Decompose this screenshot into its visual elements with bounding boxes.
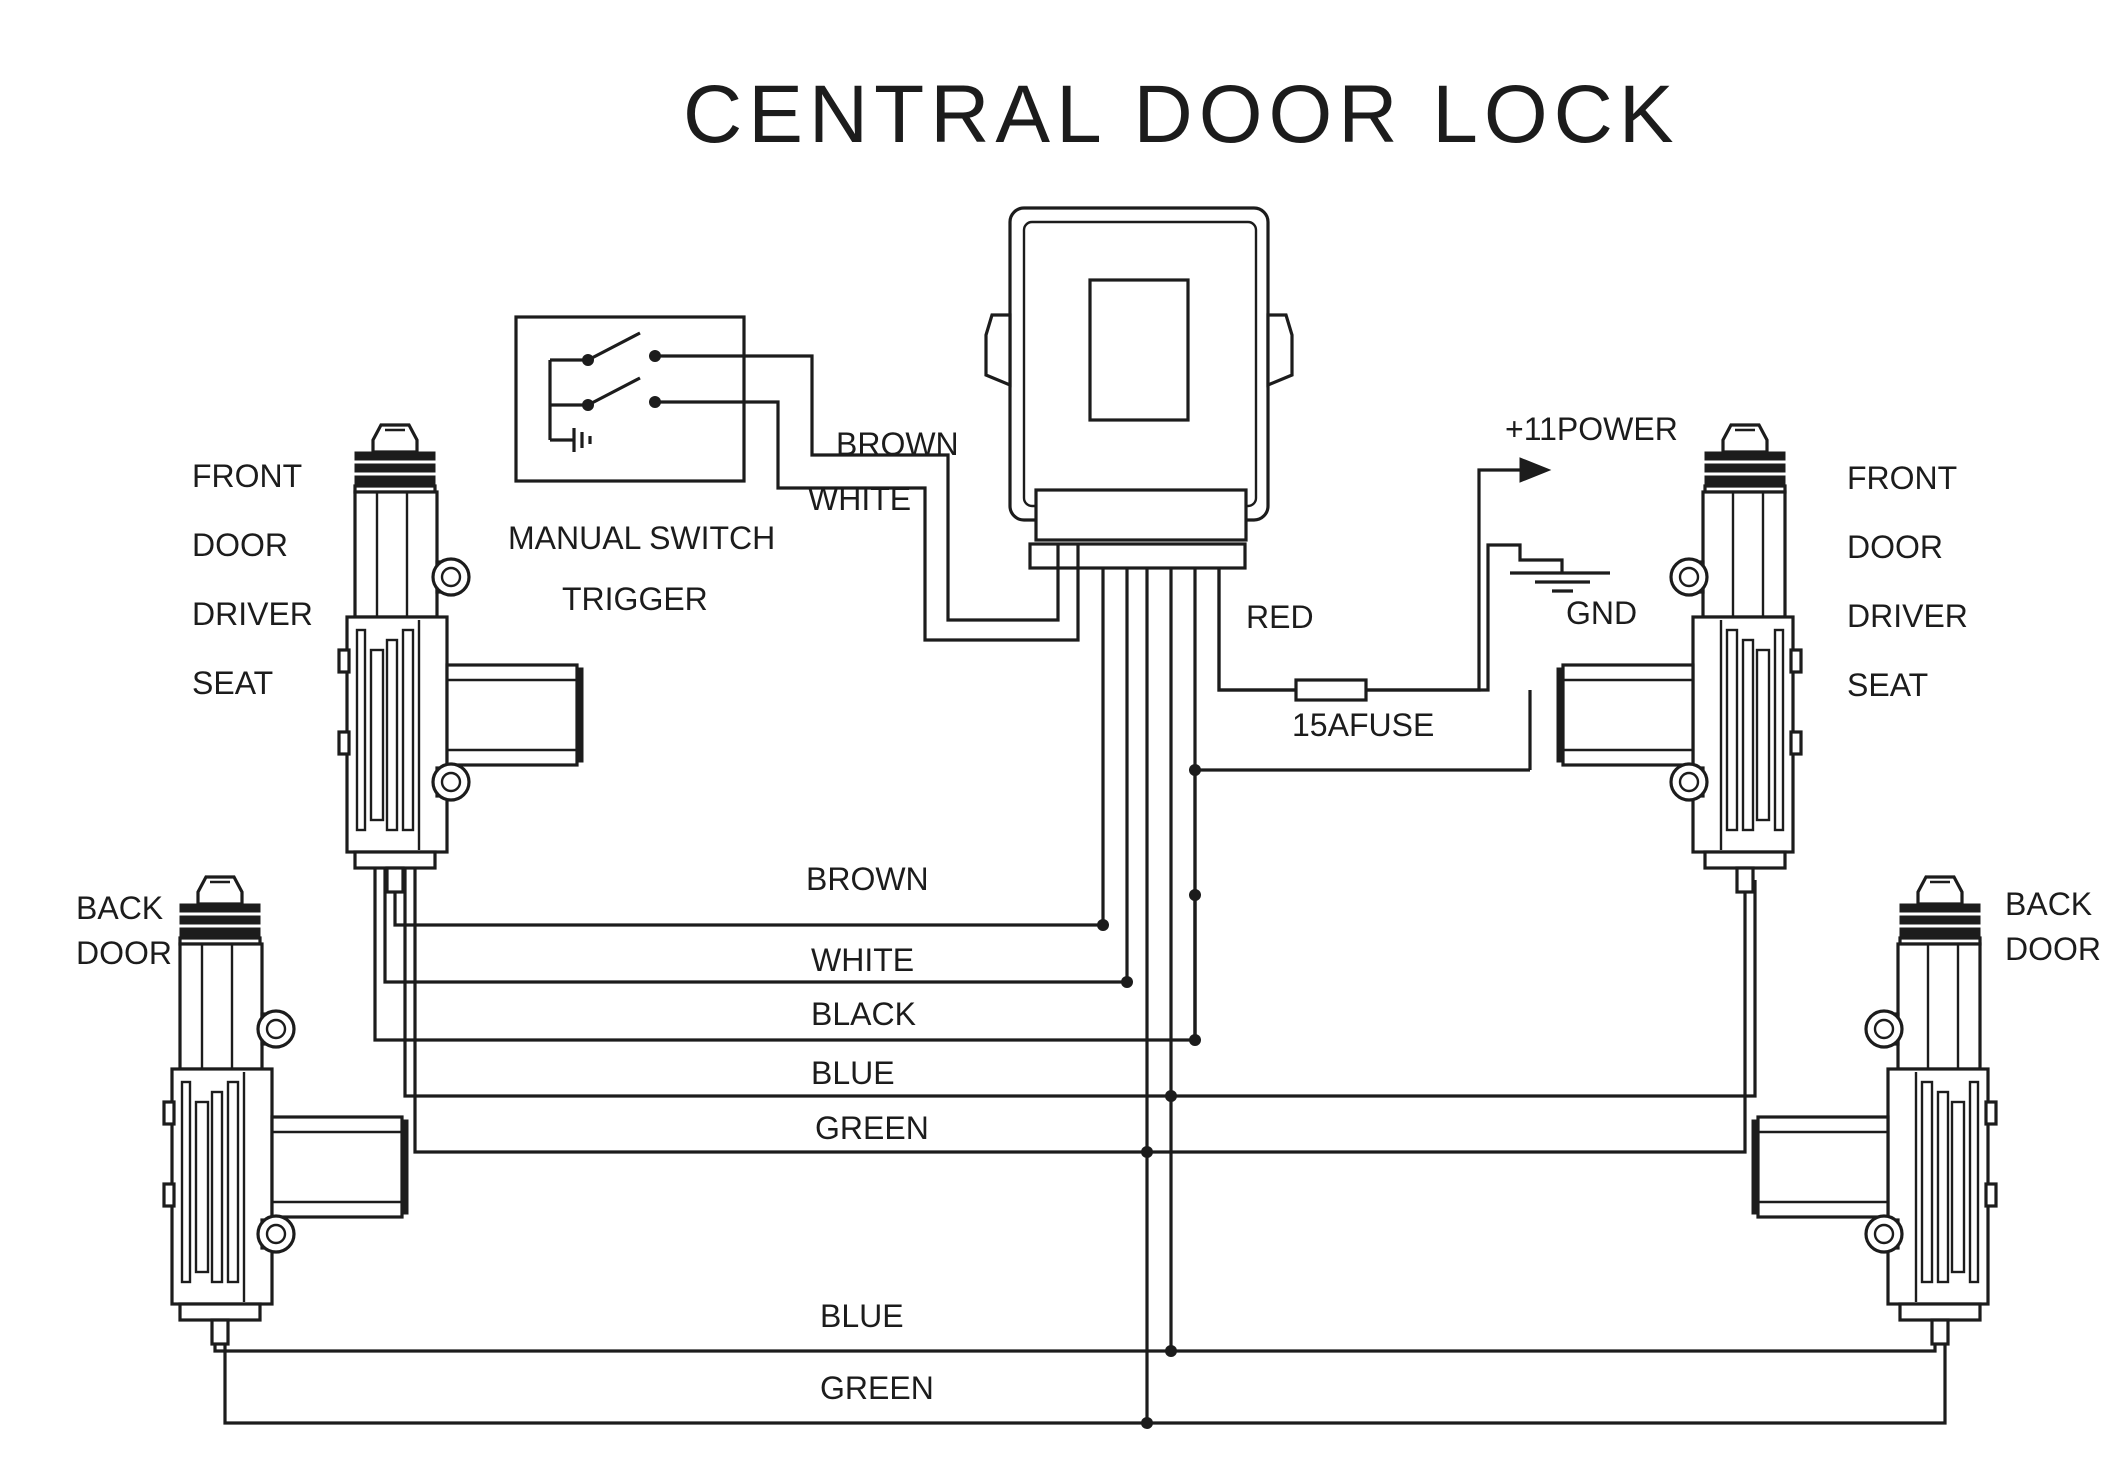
bus-white-label: WHITE [811, 942, 914, 978]
red-label: RED [1246, 599, 1314, 635]
bottom-blue-label: BLUE [820, 1298, 904, 1334]
back-right-label-2: DOOR [2005, 931, 2101, 967]
front-right-label-2: DOOR [1847, 529, 1943, 565]
switch-wires [655, 354, 1080, 642]
manual-switch-box [514, 315, 746, 483]
front-left-label-1: FRONT [192, 458, 302, 494]
back-left-actuator [162, 875, 410, 1346]
back-door-wires [213, 1343, 1947, 1425]
bus-wires [1101, 543, 1610, 1423]
arrow-icon [1519, 457, 1552, 483]
door-bus [373, 770, 1757, 1154]
back-right-label-1: BACK [2005, 886, 2092, 922]
power-label: +11POWER [1505, 411, 1678, 447]
control-module [984, 206, 1294, 570]
bottom-green-label: GREEN [820, 1370, 934, 1406]
back-left-label-2: DOOR [76, 935, 172, 971]
switch-white-label: WHITE [808, 481, 911, 517]
right-tap [1195, 690, 1532, 772]
front-left-actuator [337, 423, 585, 894]
fuse-icon [1294, 678, 1368, 702]
bus-green-label: GREEN [815, 1110, 929, 1146]
bus-blue-label: BLUE [811, 1055, 895, 1091]
back-right-actuator [1750, 875, 1998, 1346]
front-right-label-3: DRIVER [1847, 598, 1968, 634]
manual-switch-label: MANUAL SWITCH [508, 520, 775, 556]
front-right-label-1: FRONT [1847, 460, 1957, 496]
front-left-label-2: DOOR [192, 527, 288, 563]
front-left-label-3: DRIVER [192, 596, 313, 632]
switch-brown-label: BROWN [836, 426, 959, 462]
diagram-title: CENTRAL DOOR LOCK [683, 69, 1680, 160]
front-left-label-4: SEAT [192, 665, 273, 701]
bus-black-label: BLACK [811, 996, 916, 1032]
back-left-label-1: BACK [76, 890, 163, 926]
front-right-actuator [1555, 423, 1803, 894]
front-right-label-4: SEAT [1847, 667, 1928, 703]
trigger-label: TRIGGER [562, 581, 708, 617]
gnd-label: GND [1566, 595, 1637, 631]
power-feed [1217, 457, 1552, 702]
fuse-label: 15AFUSE [1292, 707, 1434, 743]
bus-brown-label: BROWN [806, 861, 929, 897]
